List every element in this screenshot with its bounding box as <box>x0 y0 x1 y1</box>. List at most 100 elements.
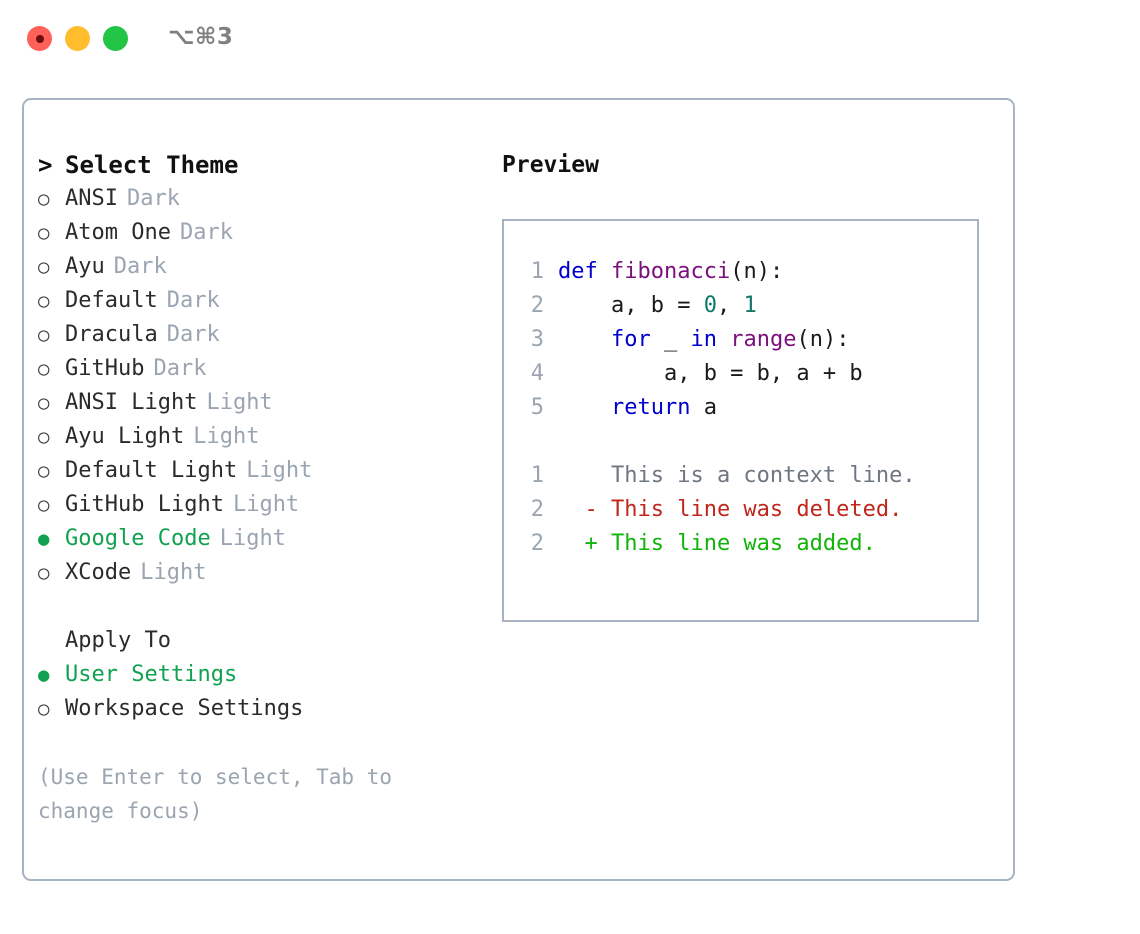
code-token-id: a, b = <box>558 293 704 318</box>
code-token-punc <box>717 327 730 352</box>
theme-option-ansi-light[interactable]: ○ ANSI Light Light <box>38 386 498 420</box>
code-line-number: 2 <box>530 293 544 318</box>
apply-to-heading: Apply To <box>65 628 171 653</box>
diff-line-number: 1 <box>530 463 544 488</box>
code-token-num: 0 <box>703 293 717 318</box>
theme-option-label: Ayu <box>65 254 105 279</box>
theme-option-tag: Light <box>219 526 286 551</box>
section-spacer <box>38 590 498 624</box>
theme-option-github-light[interactable]: ○ GitHub Light Light <box>38 488 498 522</box>
code-line: 2 a, b = 0, 1 <box>518 289 977 323</box>
code-token-kw: in <box>690 327 717 352</box>
keyboard-hint-text: (Use Enter to select, Tab to change focu… <box>38 765 393 823</box>
diff-line-add: 2 + This line was added. <box>518 527 977 561</box>
code-token-punc <box>558 327 611 352</box>
code-token-id: _ <box>650 327 691 352</box>
code-line-content: a, b = 0, 1 <box>558 289 757 323</box>
code-line: 1 def fibonacci(n): <box>518 255 977 289</box>
theme-option-tag: Light <box>140 560 207 585</box>
radio-unselected-icon: ○ <box>38 256 50 278</box>
radio-unselected-icon: ○ <box>38 426 50 448</box>
radio-unselected-icon: ○ <box>38 324 50 346</box>
code-line-number: 4 <box>530 361 544 386</box>
theme-option-default-light[interactable]: ○ Default Light Light <box>38 454 498 488</box>
diff-line-content: + This line was added. <box>558 531 876 556</box>
radio-unselected-icon: ○ <box>38 460 50 482</box>
code-line: 3 for _ in range(n): <box>518 323 977 357</box>
theme-option-tag: Light <box>246 458 313 483</box>
close-window-icon[interactable] <box>27 26 52 51</box>
theme-option-tag: Dark <box>166 288 220 313</box>
theme-option-label: XCode <box>65 560 132 585</box>
radio-unselected-icon: ○ <box>38 494 50 516</box>
apply-to-option-workspace-settings[interactable]: ○Workspace Settings <box>38 692 498 726</box>
theme-option-xcode[interactable]: ○ XCode Light <box>38 556 498 590</box>
code-line-number: 5 <box>530 395 544 420</box>
diff-line-del: 2 - This line was deleted. <box>518 493 977 527</box>
keyboard-shortcut-label: ⌥⌘3 <box>168 24 234 50</box>
code-line-number: 1 <box>530 259 544 284</box>
apply-to-option-user-settings[interactable]: ● User Settings <box>38 658 498 692</box>
diff-line-content: - This line was deleted. <box>558 497 903 522</box>
theme-option-label: ANSI <box>65 186 118 211</box>
diff-line-context: 1 This is a context line. <box>518 459 977 493</box>
radio-unselected-icon: ○ <box>38 290 50 312</box>
diff-line-content: This is a context line. <box>558 463 916 488</box>
theme-option-label: GitHub <box>65 356 145 381</box>
code-line-content: for _ in range(n): <box>558 323 849 357</box>
apply-to-option-label: User Settings <box>65 662 238 687</box>
prompt-caret-icon: > <box>38 151 53 179</box>
diff-line-list: 1 This is a context line.2 - This line w… <box>518 459 977 561</box>
radio-selected-icon: ● <box>38 664 50 686</box>
theme-option-tag: Dark <box>179 220 233 245</box>
code-line-content: return a <box>558 391 717 425</box>
radio-unselected-icon: ○ <box>38 392 50 414</box>
code-token-id: a <box>690 395 717 420</box>
theme-option-label: Default Light <box>65 458 238 483</box>
zoom-window-icon[interactable] <box>103 26 128 51</box>
code-token-num: 1 <box>743 293 757 318</box>
radio-selected-icon: ● <box>38 528 50 550</box>
code-token-punc: (n): <box>796 327 850 352</box>
theme-option-ayu[interactable]: ○ Ayu Dark <box>38 250 498 284</box>
theme-option-tag: Dark <box>113 254 167 279</box>
theme-option-tag: Light <box>206 390 273 415</box>
theme-option-tag: Dark <box>126 186 180 211</box>
theme-option-label: Ayu Light <box>65 424 185 449</box>
code-token-punc: , <box>716 293 744 318</box>
code-token-fn: range <box>730 327 797 352</box>
code-token-punc: (n): <box>730 259 784 284</box>
theme-option-label: Atom One <box>65 220 171 245</box>
page-title: Select Theme <box>65 151 239 179</box>
theme-option-label: GitHub Light <box>65 492 224 517</box>
code-token-kw: for <box>610 327 651 352</box>
theme-option-tag: Light <box>232 492 300 517</box>
minimize-window-icon[interactable] <box>65 26 90 51</box>
code-token-kw: return <box>610 395 691 420</box>
theme-option-label: ANSI Light <box>65 390 198 415</box>
theme-picker-heading: > Select Theme <box>38 148 498 182</box>
preview-heading: Preview <box>502 152 599 178</box>
apply-to-option-label: Workspace Settings <box>65 696 304 721</box>
code-line-content: def fibonacci(n): <box>558 255 783 289</box>
code-diff-spacer <box>518 425 977 459</box>
radio-unselected-icon: ○ <box>38 562 50 584</box>
theme-option-label: Dracula <box>65 322 158 347</box>
code-line: 5 return a <box>518 391 977 425</box>
code-token-fn: fibonacci <box>610 259 731 284</box>
